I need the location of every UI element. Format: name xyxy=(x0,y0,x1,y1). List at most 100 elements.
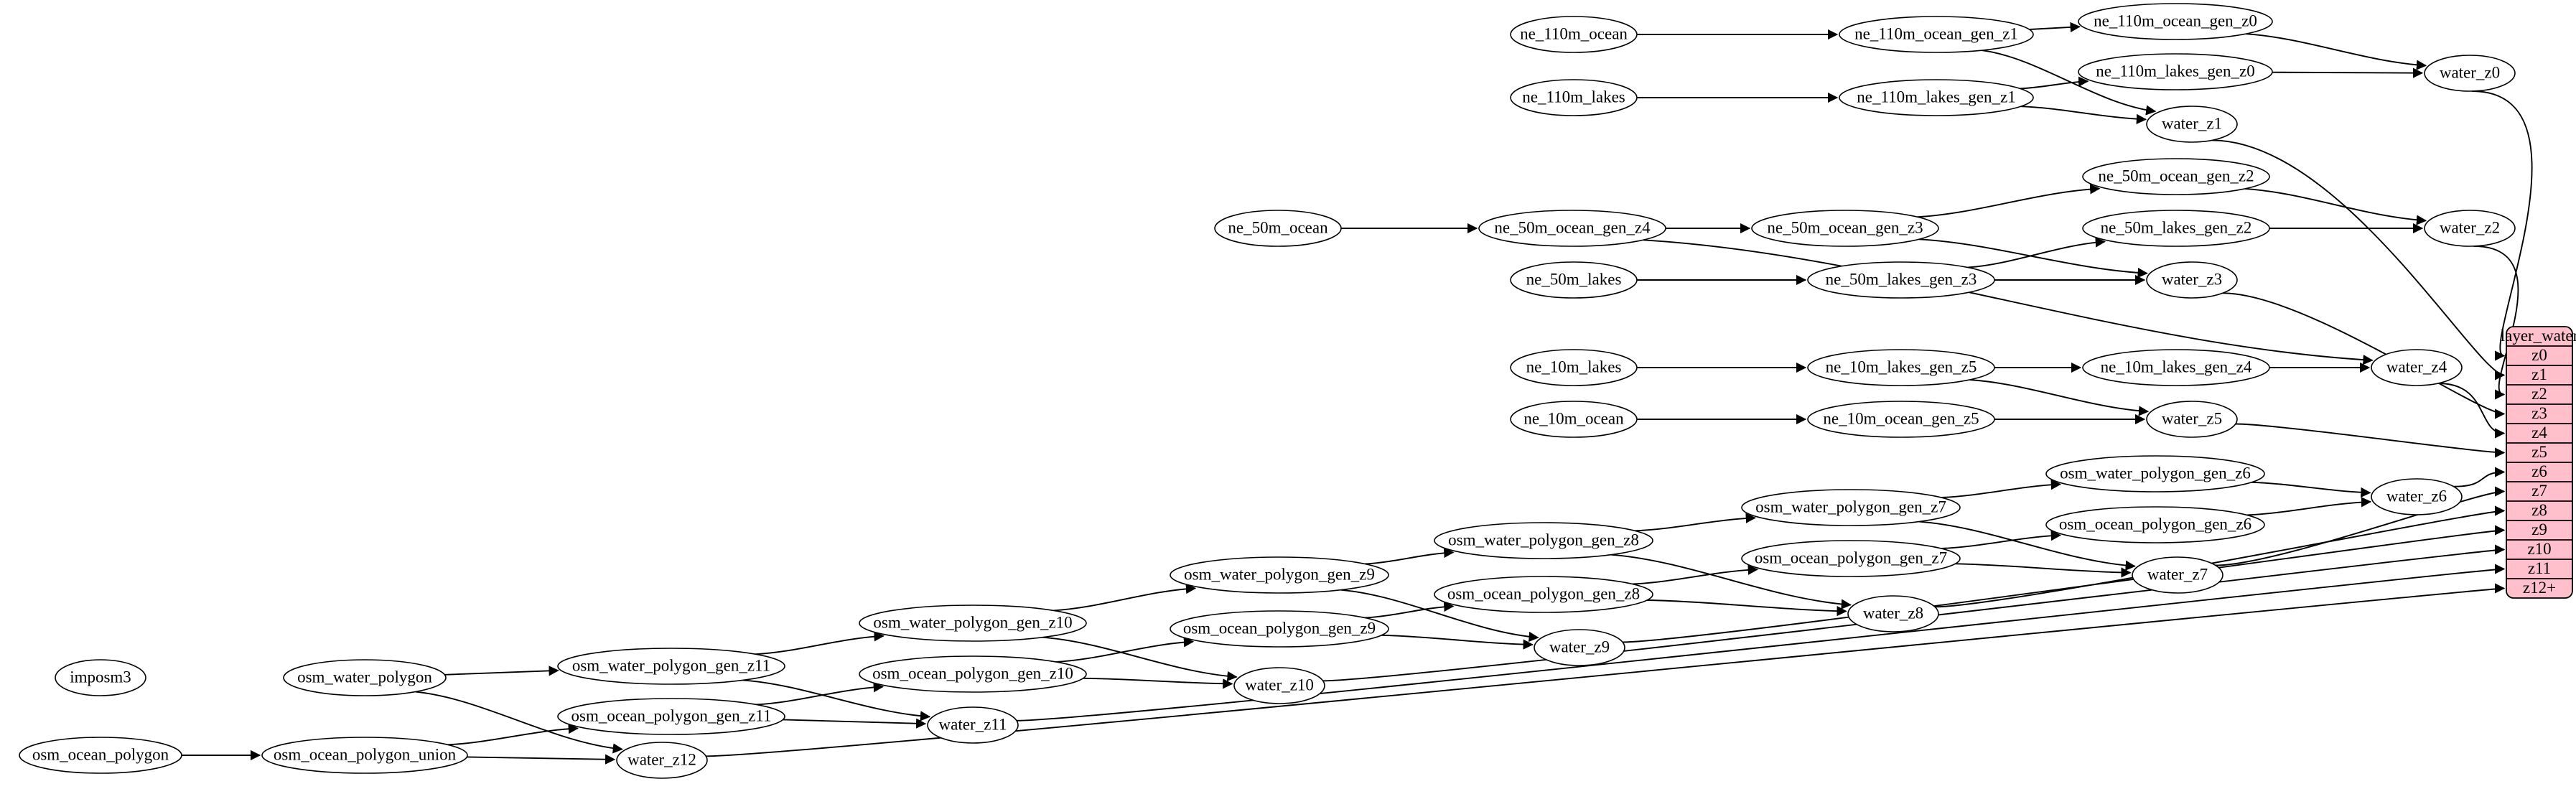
graph-node-osm_ocean_polygon_gen_z8[interactable]: osm_ocean_polygon_gen_z8 xyxy=(1434,576,1653,613)
graph-node-ne_110m_lakes[interactable]: ne_110m_lakes xyxy=(1510,79,1638,116)
graph-node-ne_110m_ocean_gen_z1[interactable]: ne_110m_ocean_gen_z1 xyxy=(1839,16,2034,53)
graph-node-ne_10m_lakes[interactable]: ne_10m_lakes xyxy=(1510,349,1638,386)
graph-node-ne_50m_ocean_gen_z4[interactable]: ne_50m_ocean_gen_z4 xyxy=(1478,210,1666,247)
edge-water_z2-to-layer_water-z2 xyxy=(2473,245,2519,400)
layer-table-header[interactable]: layer_water xyxy=(2501,327,2576,345)
graph-node-imposm3[interactable]: imposm3 xyxy=(55,659,146,696)
layer-table-cell: z2 xyxy=(2531,385,2547,403)
node-label: water_z7 xyxy=(2147,565,2208,583)
layer-table-row-z3[interactable]: z3 xyxy=(2506,403,2572,422)
graph-node-ne_50m_ocean[interactable]: ne_50m_ocean xyxy=(1214,210,1342,247)
node-ellipse xyxy=(1434,522,1653,559)
graph-node-water_z8[interactable]: water_z8 xyxy=(1847,595,1939,632)
graph-node-water_z4[interactable]: water_z4 xyxy=(2371,349,2463,386)
edge-osm_ocean_polygon_gen_z7-to-osm_ocean_polygon_gen_z6 xyxy=(1941,531,2062,549)
edge-osm_water_polygon_gen_z8-to-water_z8 xyxy=(1610,554,1852,610)
layer-table-row-z5[interactable]: z5 xyxy=(2506,442,2572,461)
graph-node-osm_ocean_polygon_gen_z10[interactable]: osm_ocean_polygon_gen_z10 xyxy=(859,655,1087,693)
node-ellipse xyxy=(2078,3,2273,40)
graph-node-water_z9[interactable]: water_z9 xyxy=(1534,629,1625,666)
edge-water_z5-to-layer_water-z5 xyxy=(2235,423,2506,458)
edge-osm_ocean_polygon_gen_z6-to-water_z6 xyxy=(2246,497,2372,516)
graph-node-ne_50m_lakes_gen_z2[interactable]: ne_50m_lakes_gen_z2 xyxy=(2082,210,2270,247)
graph-node-water_z0[interactable]: water_z0 xyxy=(2424,55,2516,92)
graph-node-osm_water_polygon_gen_z9[interactable]: osm_water_polygon_gen_z9 xyxy=(1170,556,1389,594)
node-label: water_z11 xyxy=(939,715,1007,733)
graph-node-ne_10m_ocean_gen_z5[interactable]: ne_10m_ocean_gen_z5 xyxy=(1807,401,1995,438)
node-ellipse xyxy=(1170,556,1389,594)
graph-node-ne_50m_ocean_gen_z2[interactable]: ne_50m_ocean_gen_z2 xyxy=(2082,158,2270,195)
graph-node-ne_50m_lakes_gen_z3[interactable]: ne_50m_lakes_gen_z3 xyxy=(1807,261,1995,299)
graph-node-ne_110m_lakes_gen_z1[interactable]: ne_110m_lakes_gen_z1 xyxy=(1839,79,2034,116)
layer-table-row-z1[interactable]: z1 xyxy=(2506,365,2572,383)
edge-osm_water_polygon_gen_z8-to-osm_water_polygon_gen_z7 xyxy=(1635,513,1756,532)
graph-node-ne_50m_lakes[interactable]: ne_50m_lakes xyxy=(1510,261,1638,299)
graph-node-osm_ocean_polygon_gen_z9[interactable]: osm_ocean_polygon_gen_z9 xyxy=(1170,610,1389,648)
node-label: water_z8 xyxy=(1863,604,1923,622)
edge-osm_ocean_polygon_gen_z9-to-osm_ocean_polygon_gen_z8 xyxy=(1365,601,1455,619)
node-label: water_z10 xyxy=(1245,676,1314,694)
graph-node-osm_water_polygon_gen_z8[interactable]: osm_water_polygon_gen_z8 xyxy=(1434,522,1653,559)
layer-table-row-z4[interactable]: z4 xyxy=(2506,423,2572,442)
node-ellipse xyxy=(859,604,1087,642)
graph-node-water_z10[interactable]: water_z10 xyxy=(1233,667,1325,704)
graph-node-osm_ocean_polygon_gen_z11[interactable]: osm_ocean_polygon_gen_z11 xyxy=(557,698,785,735)
layer-table-row-z8[interactable]: z8 xyxy=(2506,500,2572,519)
graph-node-ne_10m_ocean[interactable]: ne_10m_ocean xyxy=(1510,401,1638,438)
node-ellipse xyxy=(859,655,1087,693)
graph-node-water_z2[interactable]: water_z2 xyxy=(2424,210,2516,247)
layer-table-row-z2[interactable]: z2 xyxy=(2506,384,2572,403)
node-label: ne_110m_ocean_gen_z0 xyxy=(2094,11,2257,29)
edge-water_z3-to-layer_water-z3 xyxy=(2222,292,2506,419)
node-label: ne_50m_ocean xyxy=(1228,218,1328,236)
graph-node-osm_water_polygon[interactable]: osm_water_polygon xyxy=(283,659,447,696)
edge-ne_110m_ocean_gen_z0-to-water_z0 xyxy=(2245,33,2427,70)
layer-table-row-z11[interactable]: z11 xyxy=(2506,559,2572,577)
node-ellipse xyxy=(2082,158,2270,195)
node-label: osm_water_polygon_gen_z10 xyxy=(873,613,1072,631)
graph-node-ne_110m_ocean[interactable]: ne_110m_ocean xyxy=(1510,16,1638,53)
graph-node-osm_ocean_polygon[interactable]: osm_ocean_polygon xyxy=(19,737,182,774)
graph-node-ne_110m_lakes_gen_z0[interactable]: ne_110m_lakes_gen_z0 xyxy=(2078,53,2273,90)
edge-ne_110m_lakes_gen_z1-to-ne_110m_lakes_gen_z0 xyxy=(2020,76,2089,90)
layer-table-row-z7[interactable]: z7 xyxy=(2506,481,2572,500)
graph-node-water_z7[interactable]: water_z7 xyxy=(2132,556,2223,594)
node-ellipse xyxy=(1807,349,1995,386)
graph-node-osm_ocean_polygon_gen_z6[interactable]: osm_ocean_polygon_gen_z6 xyxy=(2045,506,2265,543)
graph-node-ne_10m_lakes_gen_z5[interactable]: ne_10m_lakes_gen_z5 xyxy=(1807,349,1995,386)
graph-node-water_z11[interactable]: water_z11 xyxy=(927,706,1019,744)
edge-ne_50m_ocean_gen_z3-to-ne_50m_ocean_gen_z2 xyxy=(1917,184,2101,218)
layer-table-cell: z0 xyxy=(2531,346,2547,364)
graph-node-water_z6[interactable]: water_z6 xyxy=(2371,478,2463,515)
layer-table-row-z6[interactable]: z6 xyxy=(2506,462,2572,480)
graph-node-osm_water_polygon_gen_z10[interactable]: osm_water_polygon_gen_z10 xyxy=(859,604,1087,642)
graph-node-water_z3[interactable]: water_z3 xyxy=(2146,261,2238,299)
graph-node-ne_110m_ocean_gen_z0[interactable]: ne_110m_ocean_gen_z0 xyxy=(2078,3,2273,40)
layer-table-row-z0[interactable]: z0 xyxy=(2506,345,2572,364)
edge-osm_ocean_polygon_union-to-water_z12 xyxy=(467,754,616,765)
graph-node-ne_50m_ocean_gen_z3[interactable]: ne_50m_ocean_gen_z3 xyxy=(1751,210,1939,247)
node-ellipse xyxy=(1510,261,1638,299)
edge-osm_water_polygon_gen_z10-to-osm_water_polygon_gen_z9 xyxy=(1053,584,1197,612)
node-ellipse xyxy=(55,659,146,696)
layer-table-row-z12+[interactable]: z12+ xyxy=(2506,578,2572,597)
edge-osm_ocean_polygon_gen_z8-to-osm_ocean_polygon_gen_z7 xyxy=(1632,564,1758,585)
layer-table-cell: z7 xyxy=(2531,482,2547,500)
node-label: ne_110m_lakes_gen_z1 xyxy=(1857,88,2015,106)
graph-node-osm_water_polygon_gen_z6[interactable]: osm_water_polygon_gen_z6 xyxy=(2045,455,2265,492)
node-ellipse xyxy=(1807,261,1995,299)
graph-node-water_z1[interactable]: water_z1 xyxy=(2146,106,2238,143)
graph-node-ne_10m_lakes_gen_z4[interactable]: ne_10m_lakes_gen_z4 xyxy=(2082,349,2270,386)
graph-node-water_z5[interactable]: water_z5 xyxy=(2146,401,2238,438)
graph-node-osm_ocean_polygon_gen_z7[interactable]: osm_ocean_polygon_gen_z7 xyxy=(1741,540,1961,577)
edge-water_z6-to-layer_water-z6 xyxy=(2453,467,2506,487)
graph-node-water_z12[interactable]: water_z12 xyxy=(616,742,708,779)
graph-node-osm_water_polygon_gen_z7[interactable]: osm_water_polygon_gen_z7 xyxy=(1741,489,1961,526)
node-label: osm_ocean_polygon_gen_z10 xyxy=(872,664,1073,682)
node-label: ne_50m_ocean_gen_z4 xyxy=(1494,218,1651,236)
layer-table-row-z9[interactable]: z9 xyxy=(2506,520,2572,538)
layer-table-row-z10[interactable]: z10 xyxy=(2506,539,2572,558)
graph-node-osm_water_polygon_gen_z11[interactable]: osm_water_polygon_gen_z11 xyxy=(557,648,785,685)
edge-ne_50m_ocean_gen_z3-to-water_z3 xyxy=(1918,238,2148,279)
graph-node-osm_ocean_polygon_union[interactable]: osm_ocean_polygon_union xyxy=(261,737,468,774)
